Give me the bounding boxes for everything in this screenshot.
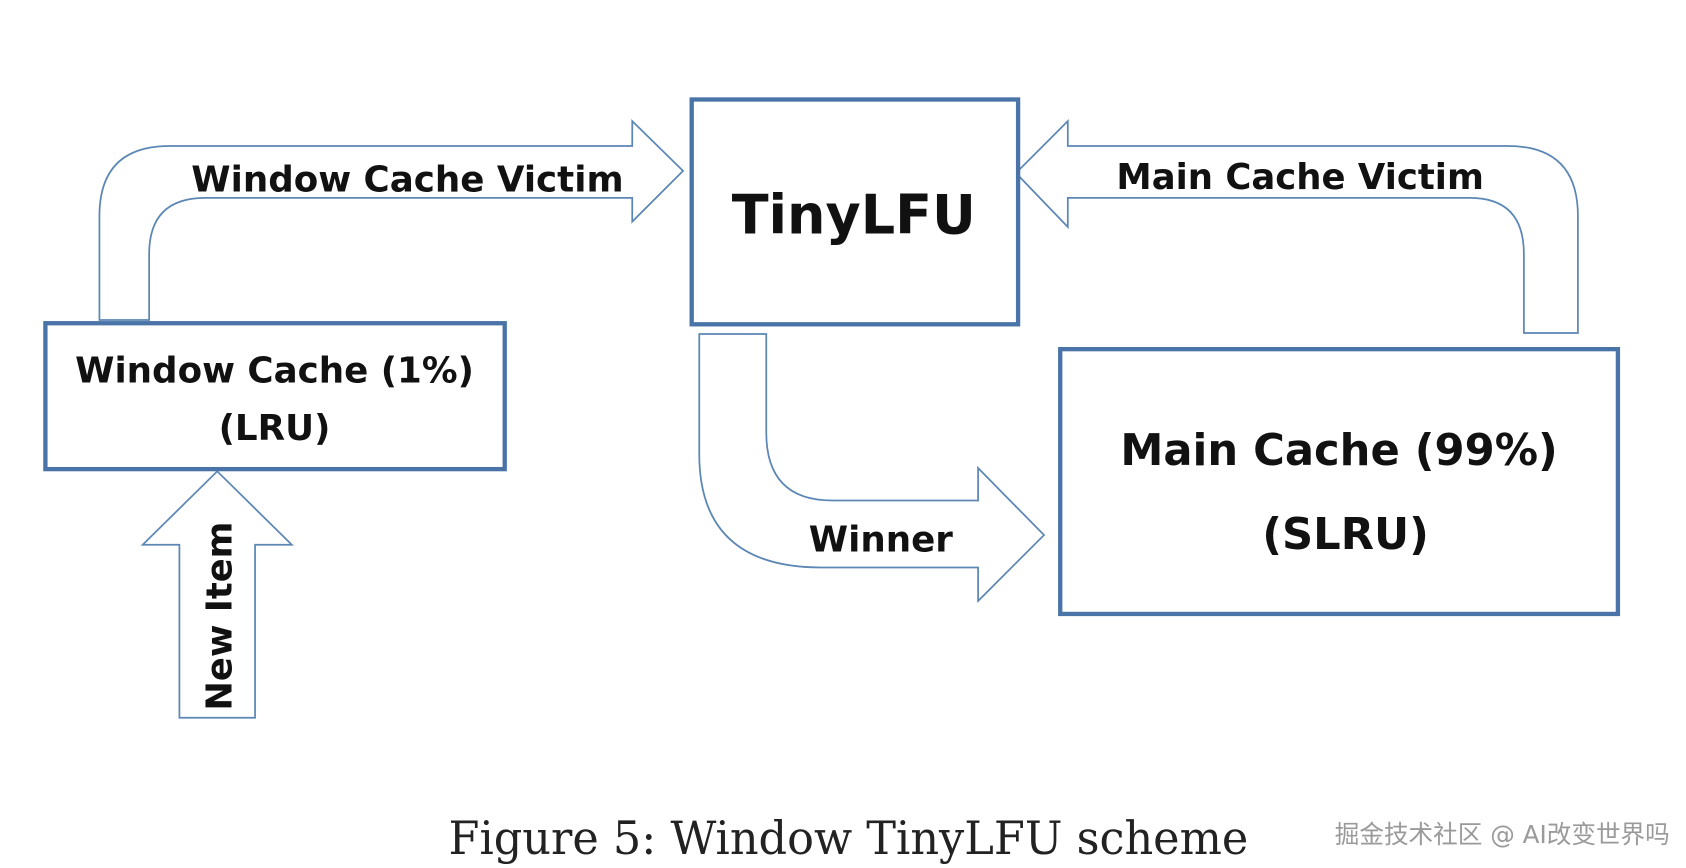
watermark: 掘金技术社区 @ AI改变世界吗 (1335, 820, 1670, 849)
main-cache-victim-label: Main Cache Victim (1116, 157, 1483, 198)
window-cache-victim-arrow (98, 119, 685, 321)
window-cache-box (43, 321, 507, 472)
window-cache-label: Window Cache (1%) (75, 351, 474, 392)
main-cache-victim-arrow (1014, 119, 1579, 334)
main-cache-box (1058, 346, 1621, 617)
tinylfu-box (689, 97, 1021, 327)
winner-label: Winner (809, 519, 954, 560)
window-cache-victim-label: Window Cache Victim (191, 159, 623, 200)
new-item-arrow (140, 470, 294, 719)
figure-caption: Figure 5: Window TinyLFU scheme (449, 812, 1249, 865)
main-cache-policy-label: (SLRU) (1262, 510, 1429, 560)
window-cache-policy-label: (LRU) (219, 408, 331, 449)
tinylfu-label: TinyLFU (732, 184, 976, 247)
main-cache-label: Main Cache (99%) (1120, 426, 1557, 476)
winner-arrow (698, 333, 1046, 604)
new-item-label: New Item (199, 522, 240, 711)
